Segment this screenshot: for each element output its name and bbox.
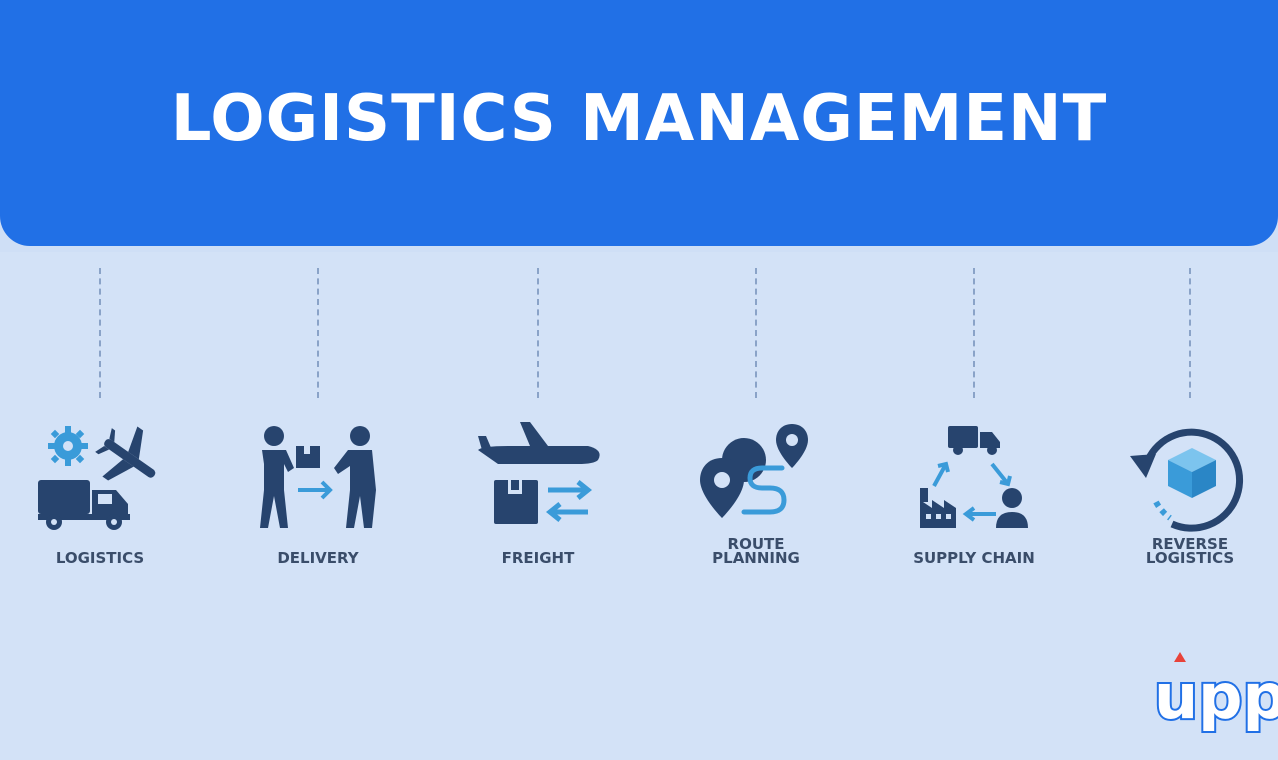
brand-logo: upp xyxy=(1152,652,1278,735)
supply-chain-icon xyxy=(920,426,1028,528)
item-label: FREIGHT xyxy=(501,549,575,567)
content-area xyxy=(0,252,1278,760)
freight-icon xyxy=(478,422,600,524)
logo-text: upp xyxy=(1154,660,1278,733)
delivery-icon xyxy=(260,426,376,528)
item-logistics: LOGISTICS xyxy=(0,268,200,588)
reverse-logistics-icon xyxy=(1130,428,1244,532)
item-reverse-logistics: REVERSE LOGISTICS xyxy=(1090,268,1278,588)
connector-line xyxy=(1189,268,1191,398)
item-label: LOGISTICS xyxy=(55,549,145,567)
item-label: DELIVERY xyxy=(277,549,359,567)
page-title: LOGISTICS MANAGEMENT xyxy=(170,82,1108,156)
item-label: SUPPLY CHAIN xyxy=(913,549,1035,567)
item-freight: FREIGHT xyxy=(438,268,638,588)
item-route-planning: ROUTE PLANNING xyxy=(656,268,856,588)
item-label-line2: LOGISTICS xyxy=(1145,549,1235,567)
connector-line xyxy=(317,268,319,398)
item-label-line2: PLANNING xyxy=(712,549,800,567)
route-planning-icon xyxy=(700,424,808,518)
item-label-line1: REVERSE xyxy=(1151,535,1229,553)
connector-line xyxy=(755,268,757,398)
logistics-icon xyxy=(38,426,156,530)
item-label-line1: ROUTE xyxy=(727,535,785,553)
item-delivery: DELIVERY xyxy=(218,268,418,588)
connector-line xyxy=(973,268,975,398)
item-supply-chain: SUPPLY CHAIN xyxy=(874,268,1074,588)
header-banner: LOGISTICS MANAGEMENT xyxy=(0,0,1278,246)
connector-line xyxy=(99,268,101,398)
connector-line xyxy=(537,268,539,398)
logo-accent-icon xyxy=(1174,652,1186,662)
